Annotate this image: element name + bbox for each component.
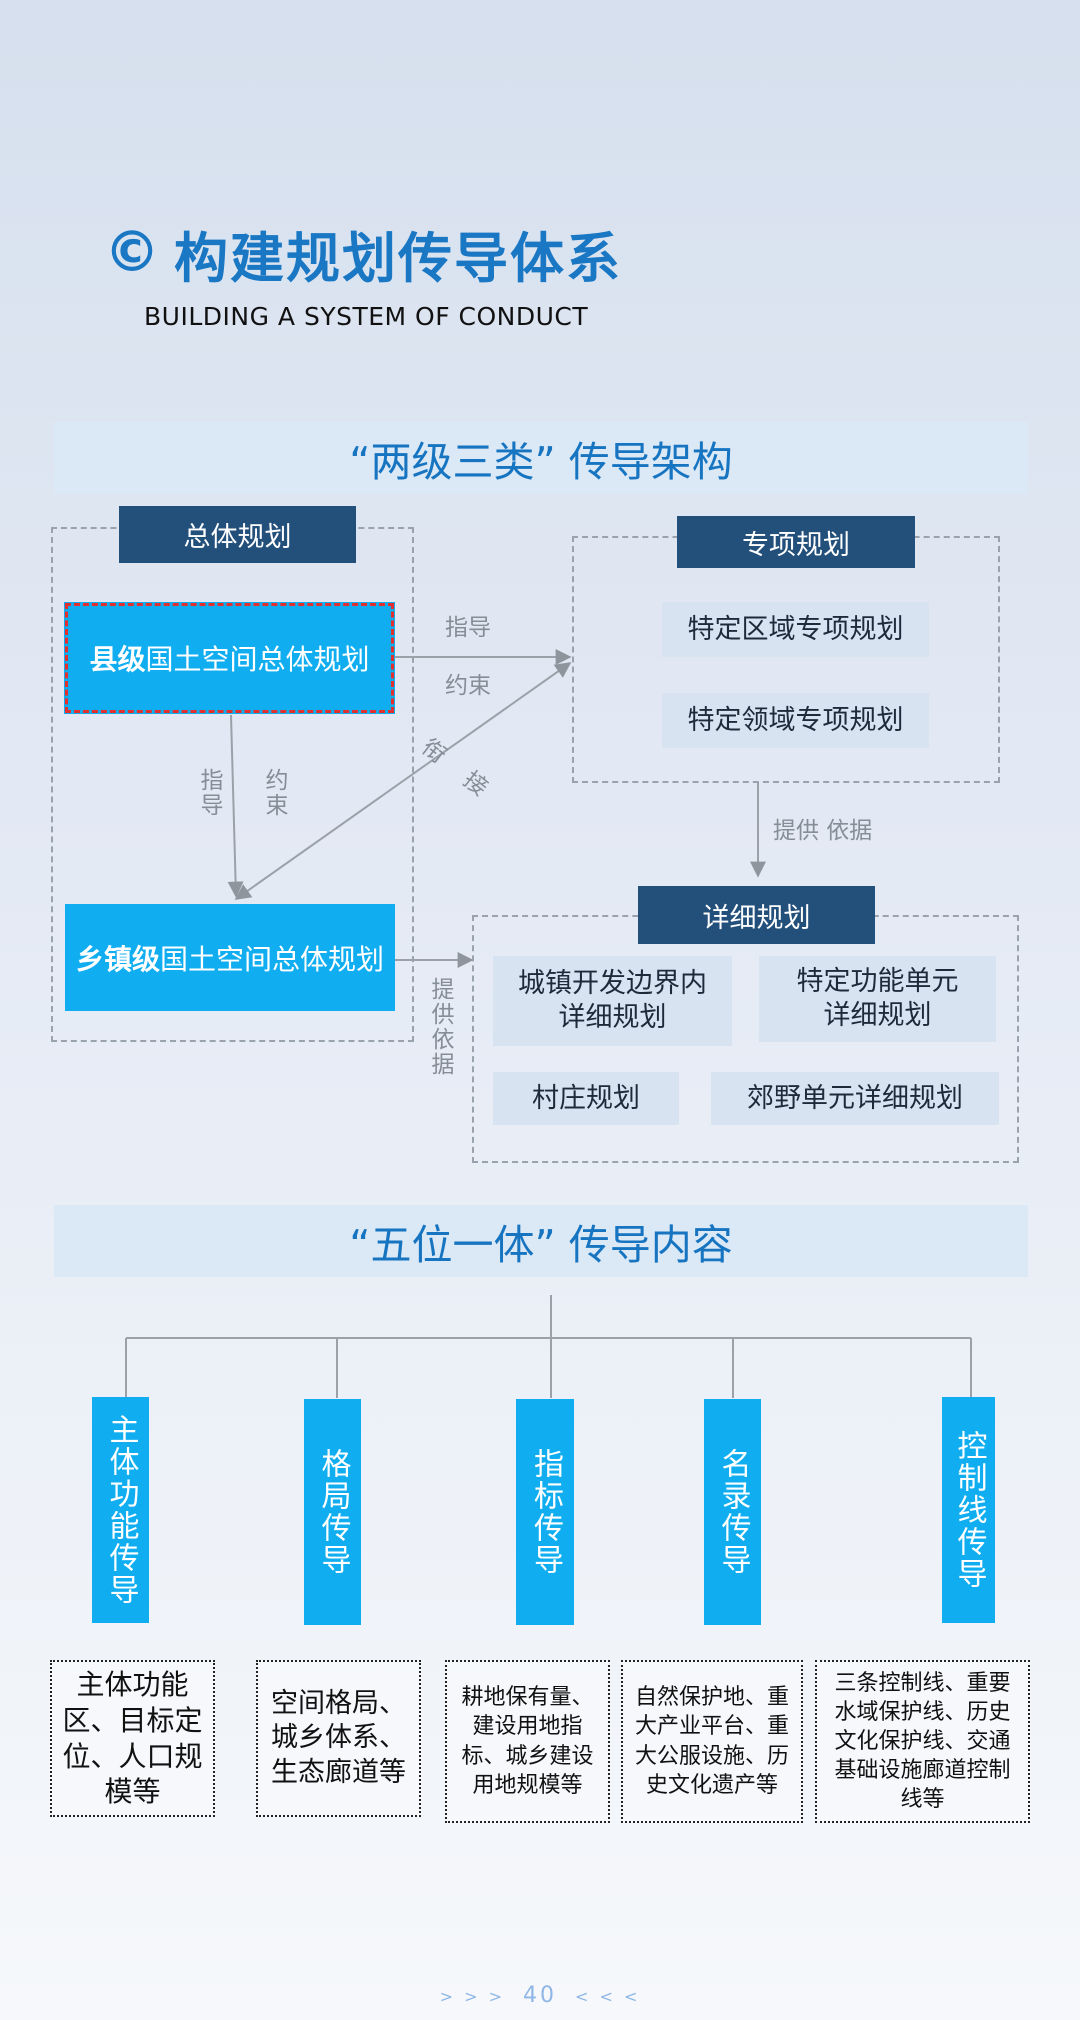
page-number: > > > 40 < < < — [0, 1983, 1080, 2008]
tree-connectors — [125, 1295, 972, 1398]
desc-control-line: 三条控制线、重要水域保护线、历史文化保护线、交通基础设施廊道控制线等 — [815, 1660, 1030, 1823]
detail-item-urban-line2: 详细规划 — [558, 1002, 667, 1033]
desc-indicator: 耕地保有量、建设用地指标、城乡建设用地规模等 — [445, 1660, 610, 1823]
pillar-main-function: 主体功能传导 — [92, 1397, 149, 1623]
page-title: 构建规划传导体系 — [174, 226, 622, 290]
page-arrows-left: > > > — [439, 1987, 505, 2006]
arrow-connect-diagonal — [234, 662, 572, 900]
label-constrain-left: 约束 — [261, 768, 288, 818]
page-title-row: © 构建规划传导体系 — [104, 218, 622, 290]
page-subtitle: BUILDING A SYSTEM OF CONDUCT — [144, 302, 589, 331]
detail-item-village: 村庄规划 — [493, 1072, 679, 1125]
pillar-control-line: 控制线传导 — [942, 1397, 995, 1623]
pillar-directory: 名录传导 — [704, 1399, 761, 1625]
page-arrows-right: < < < — [575, 1987, 641, 2006]
special-item-domain: 特定领域专项规划 — [662, 693, 929, 748]
section-banner-content: “五位一体” 传导内容 — [54, 1205, 1028, 1277]
diagram-connectors — [227, 649, 766, 968]
detail-planning-tab: 详细规划 — [638, 886, 875, 944]
desc-main-function: 主体功能区、目标定位、人口规模等 — [50, 1660, 215, 1817]
section-banner-architecture: “两级三类” 传导架构 — [54, 422, 1028, 494]
county-plan-label: 国土空间总体规划 — [145, 643, 370, 676]
copyright-icon: © — [104, 220, 160, 285]
county-plan-bold: 县级 — [89, 643, 146, 676]
page-number-value: 40 — [523, 1983, 557, 2008]
detail-item-suburban: 郊野单元详细规划 — [711, 1072, 999, 1125]
special-planning-tab: 专项规划 — [677, 516, 915, 568]
label-provide-basis-vertical: 提供依据 — [427, 977, 454, 1077]
label-provide-basis: 提供 依据 — [773, 818, 873, 844]
pillar-indicator: 指标传导 — [516, 1399, 574, 1625]
label-guide-left: 指导 — [196, 768, 223, 818]
desc-pattern: 空间格局、城乡体系、生态廊道等 — [256, 1660, 421, 1817]
desc-directory: 自然保护地、重大产业平台、重大公服设施、历史文化遗产等 — [621, 1660, 803, 1823]
overall-planning-tab: 总体规划 — [119, 506, 356, 563]
detail-item-urban-line1: 城镇开发边界内 — [518, 968, 707, 1000]
pillar-pattern: 格局传导 — [304, 1399, 361, 1625]
special-item-region: 特定区域专项规划 — [662, 602, 929, 657]
county-plan-box: 县级国土空间总体规划 — [64, 602, 395, 714]
detail-item-function-line1: 特定功能单元 — [796, 966, 959, 998]
town-plan-bold: 乡镇级 — [75, 942, 160, 976]
detail-item-function: 特定功能单元 详细规划 — [759, 956, 996, 1042]
detail-item-urban: 城镇开发边界内 详细规划 — [493, 956, 732, 1046]
town-plan-label: 国土空间总体规划 — [160, 942, 385, 976]
detail-item-function-line2: 详细规划 — [823, 1000, 932, 1031]
label-guide-top: 指导 — [445, 615, 491, 641]
label-constrain-top: 约束 — [445, 673, 491, 699]
town-plan-box: 乡镇级国土空间总体规划 — [65, 904, 395, 1011]
